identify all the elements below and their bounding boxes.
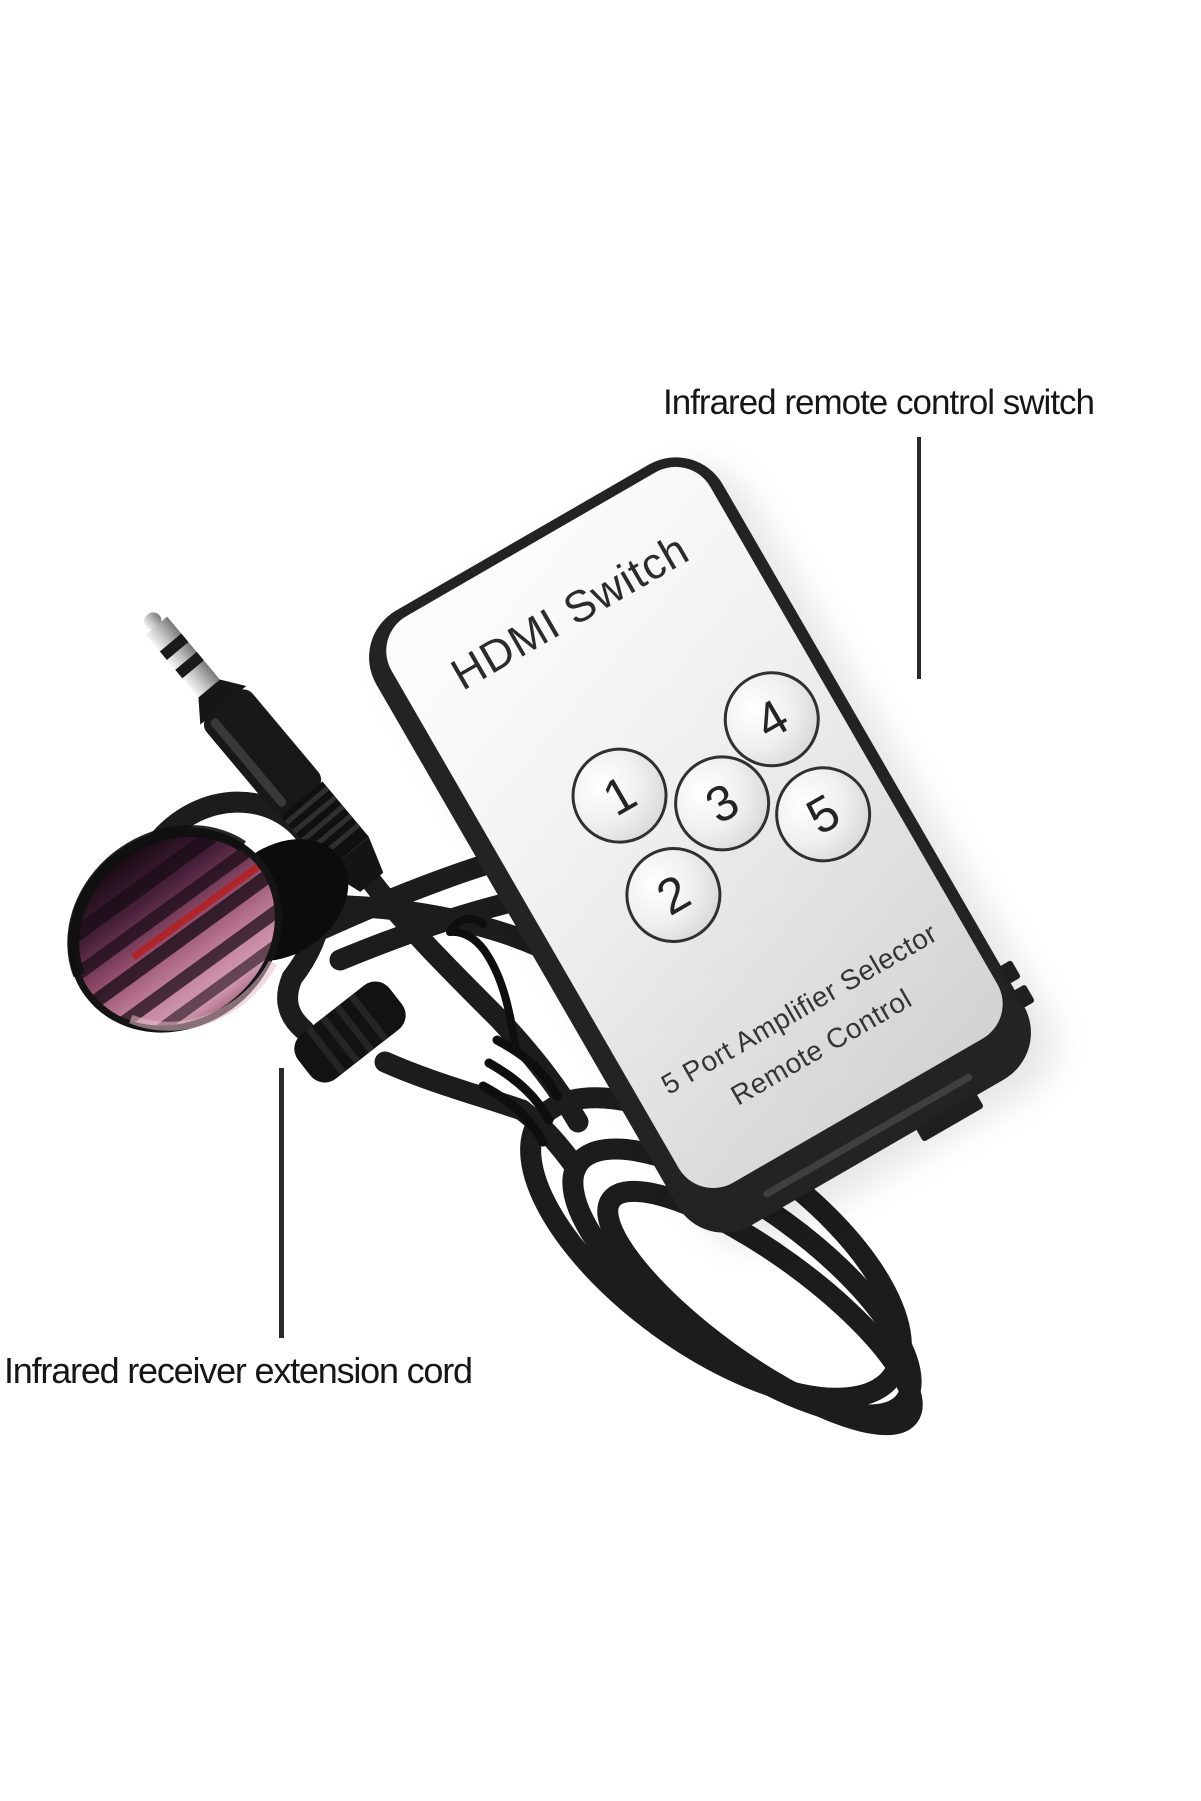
button-1-label: 1 (593, 764, 646, 827)
button-3-label: 3 (696, 772, 749, 835)
annotation-cord-leader-line (279, 1068, 284, 1338)
button-5-label: 5 (797, 783, 850, 846)
cable-coupler (294, 981, 406, 1083)
twist-tie (446, 914, 562, 1147)
remote-button-1: 1 (553, 730, 686, 862)
button-4-label: 4 (745, 688, 798, 751)
plug-shaft (145, 616, 220, 698)
button-2-label: 2 (647, 863, 700, 927)
plug-body (203, 689, 322, 815)
annotation-remote-label: Infrared remote control switch (663, 383, 1095, 422)
annotation-remote-leader-line (917, 437, 921, 679)
annotation-cord-label: Infrared receiver extension cord (4, 1350, 473, 1391)
remote-button-5: 5 (757, 748, 889, 880)
jack-plug (143, 612, 384, 892)
strain-relief (281, 781, 369, 872)
ir-eye (47, 814, 311, 1059)
